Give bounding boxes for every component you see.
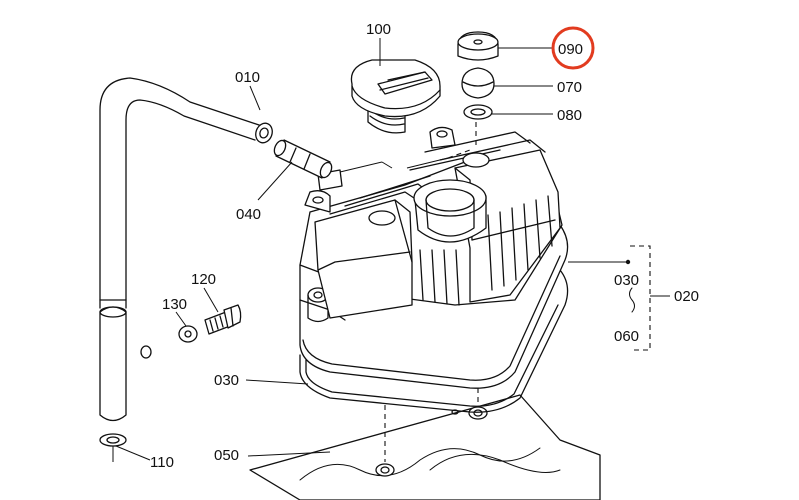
gasket-plate-050[interactable]	[249, 370, 601, 500]
bolt-120[interactable]	[203, 287, 242, 335]
label-060: 060	[614, 328, 639, 345]
washer-130[interactable]	[175, 311, 198, 343]
label-070: 070	[557, 79, 582, 96]
highlight-circle-090	[551, 26, 595, 70]
label-050: 050	[214, 447, 239, 464]
label-030-bottom: 030	[214, 372, 239, 389]
label-080: 080	[557, 107, 582, 124]
group-bracket-020	[568, 245, 670, 351]
breather-hose-010[interactable]	[99, 77, 275, 422]
hose-clamp-110[interactable]	[99, 345, 152, 462]
label-090: 090	[558, 41, 583, 58]
gasket-030-lower[interactable]	[299, 269, 569, 413]
label-100: 100	[366, 21, 391, 38]
connector-pipe-040[interactable]	[257, 139, 334, 201]
valve-cover-body[interactable]	[299, 126, 569, 389]
label-010: 010	[235, 69, 260, 86]
washer-080[interactable]	[463, 104, 553, 120]
filler-cap-100[interactable]	[350, 38, 441, 134]
label-120: 120	[191, 271, 216, 288]
breather-element-070[interactable]	[461, 67, 553, 99]
label-110: 110	[150, 454, 174, 471]
label-040: 040	[236, 206, 261, 223]
label-030-top: 030	[614, 272, 639, 289]
label-020: 020	[674, 288, 699, 305]
breather-cap-090[interactable]	[457, 31, 553, 61]
label-130: 130	[162, 296, 187, 313]
